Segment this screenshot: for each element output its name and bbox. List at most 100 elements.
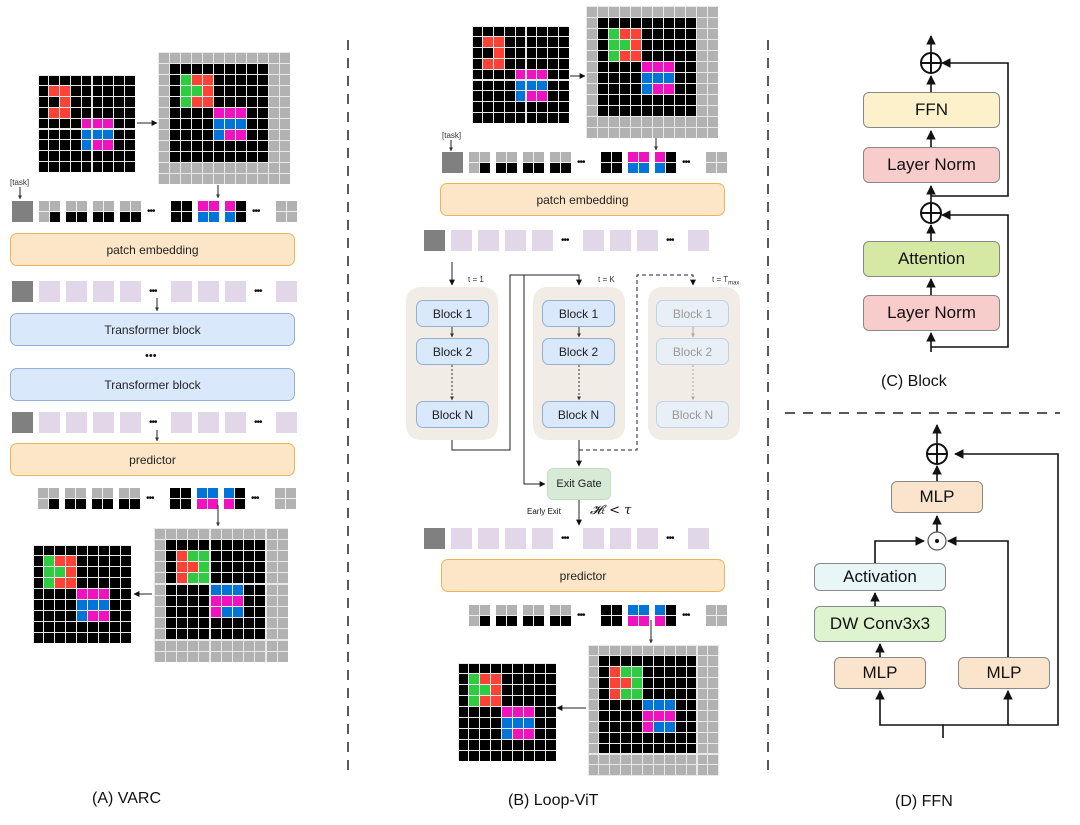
- grid-cell: [545, 674, 556, 685]
- grid-cell: [255, 528, 266, 539]
- grid-cell: [558, 37, 569, 48]
- grid-cell: [191, 63, 202, 74]
- grid-cell: [103, 97, 114, 107]
- grid-cell: [558, 48, 569, 58]
- grid-cell: [534, 750, 545, 761]
- grid-cell: [60, 86, 70, 97]
- grid-cell: [664, 721, 675, 732]
- grid-cell: [641, 28, 652, 39]
- grid-cell: [268, 118, 279, 129]
- grid-cell: [675, 645, 686, 656]
- grid-cell: [686, 700, 697, 710]
- grid-cell: [588, 667, 599, 678]
- patch-token: [197, 488, 218, 509]
- grid-cell: [180, 96, 191, 107]
- grid-cell: [708, 678, 719, 689]
- grid-cell: [483, 58, 494, 69]
- grid-cell: [534, 739, 545, 750]
- grid-cell: [663, 94, 674, 105]
- grid-cell: [44, 600, 55, 610]
- grid-cell: [109, 632, 120, 643]
- grid-cell: [494, 58, 504, 69]
- embedded-token: [637, 528, 658, 549]
- grid-cell: [210, 640, 221, 651]
- grid-cell: [652, 72, 663, 83]
- grid-cell: [169, 151, 180, 162]
- grid-cell: [33, 578, 44, 589]
- grid-cell: [158, 129, 169, 140]
- grid-cell: [632, 667, 642, 678]
- grid-cell: [277, 595, 288, 606]
- grid-cell: [70, 118, 81, 129]
- grid-cell: [55, 567, 66, 578]
- grid-cell: [33, 600, 44, 610]
- grid-cell: [696, 17, 707, 28]
- grid-cell: [199, 550, 210, 562]
- grid-cell: [696, 116, 707, 127]
- grid-cell: [513, 718, 523, 728]
- grid-cell: [708, 689, 719, 699]
- grid-cell: [597, 28, 608, 39]
- grid-cell: [641, 50, 652, 61]
- grid-cell: [81, 86, 92, 97]
- grid-cell: [630, 127, 641, 138]
- grid-cell: [235, 162, 246, 173]
- grid-cell: [621, 743, 632, 754]
- grid-cell: [664, 645, 675, 656]
- grid-cell: [255, 573, 266, 584]
- grid-cell: [504, 69, 515, 80]
- grid-cell: [545, 718, 556, 728]
- grid-cell: [630, 61, 641, 72]
- grid-cell: [480, 739, 491, 750]
- grid-cell: [221, 651, 232, 662]
- grid-cell: [621, 645, 632, 656]
- grid-cell: [707, 17, 718, 28]
- attention-box: Attention: [863, 241, 1000, 277]
- grid-cell: [663, 28, 674, 39]
- task-token: [442, 152, 463, 173]
- patch-token: [655, 152, 676, 173]
- grid-cell: [502, 750, 512, 761]
- grid-cell: [534, 674, 545, 685]
- grid-cell: [44, 578, 55, 589]
- grid-cell: [210, 562, 221, 573]
- grid-cell: [483, 69, 494, 80]
- grid-cell: [504, 37, 515, 48]
- grid-cell: [266, 528, 277, 539]
- grid-cell: [103, 161, 114, 172]
- grid-cell: [599, 700, 610, 710]
- patch-token: [171, 201, 192, 222]
- grid-cell: [213, 140, 224, 151]
- grid-cell: [586, 6, 597, 17]
- grid-cell: [685, 50, 696, 61]
- grid-cell: [210, 651, 221, 662]
- grid-cell: [224, 74, 235, 85]
- grid-cell: [537, 102, 548, 112]
- grid-cell: [696, 50, 707, 61]
- grid-cell: [599, 689, 610, 699]
- grid-cell: [537, 37, 548, 48]
- grid-cell: [77, 632, 87, 643]
- grid-cell: [176, 550, 188, 562]
- grid-cell: [213, 173, 224, 184]
- grid-cell: [191, 118, 202, 129]
- grid-cell: [266, 562, 277, 573]
- grid-cell: [537, 69, 548, 80]
- grid-cell: [169, 173, 180, 184]
- grid-cell: [158, 162, 169, 173]
- grid-cell: [599, 732, 610, 743]
- grid-cell: [619, 28, 630, 39]
- grid-cell: [165, 640, 176, 651]
- grid-cell: [663, 17, 674, 28]
- grid-cell: [180, 173, 191, 184]
- patch-token: [66, 201, 87, 222]
- grid-cell: [515, 48, 526, 58]
- grid-cell: [44, 545, 55, 556]
- grid-cell: [98, 567, 109, 578]
- grid-cell: [621, 667, 632, 678]
- grid-cell: [707, 72, 718, 83]
- grid-cell: [686, 667, 697, 678]
- grid-cell: [98, 556, 109, 567]
- grid-cell: [246, 129, 257, 140]
- grid-cell: [199, 528, 210, 539]
